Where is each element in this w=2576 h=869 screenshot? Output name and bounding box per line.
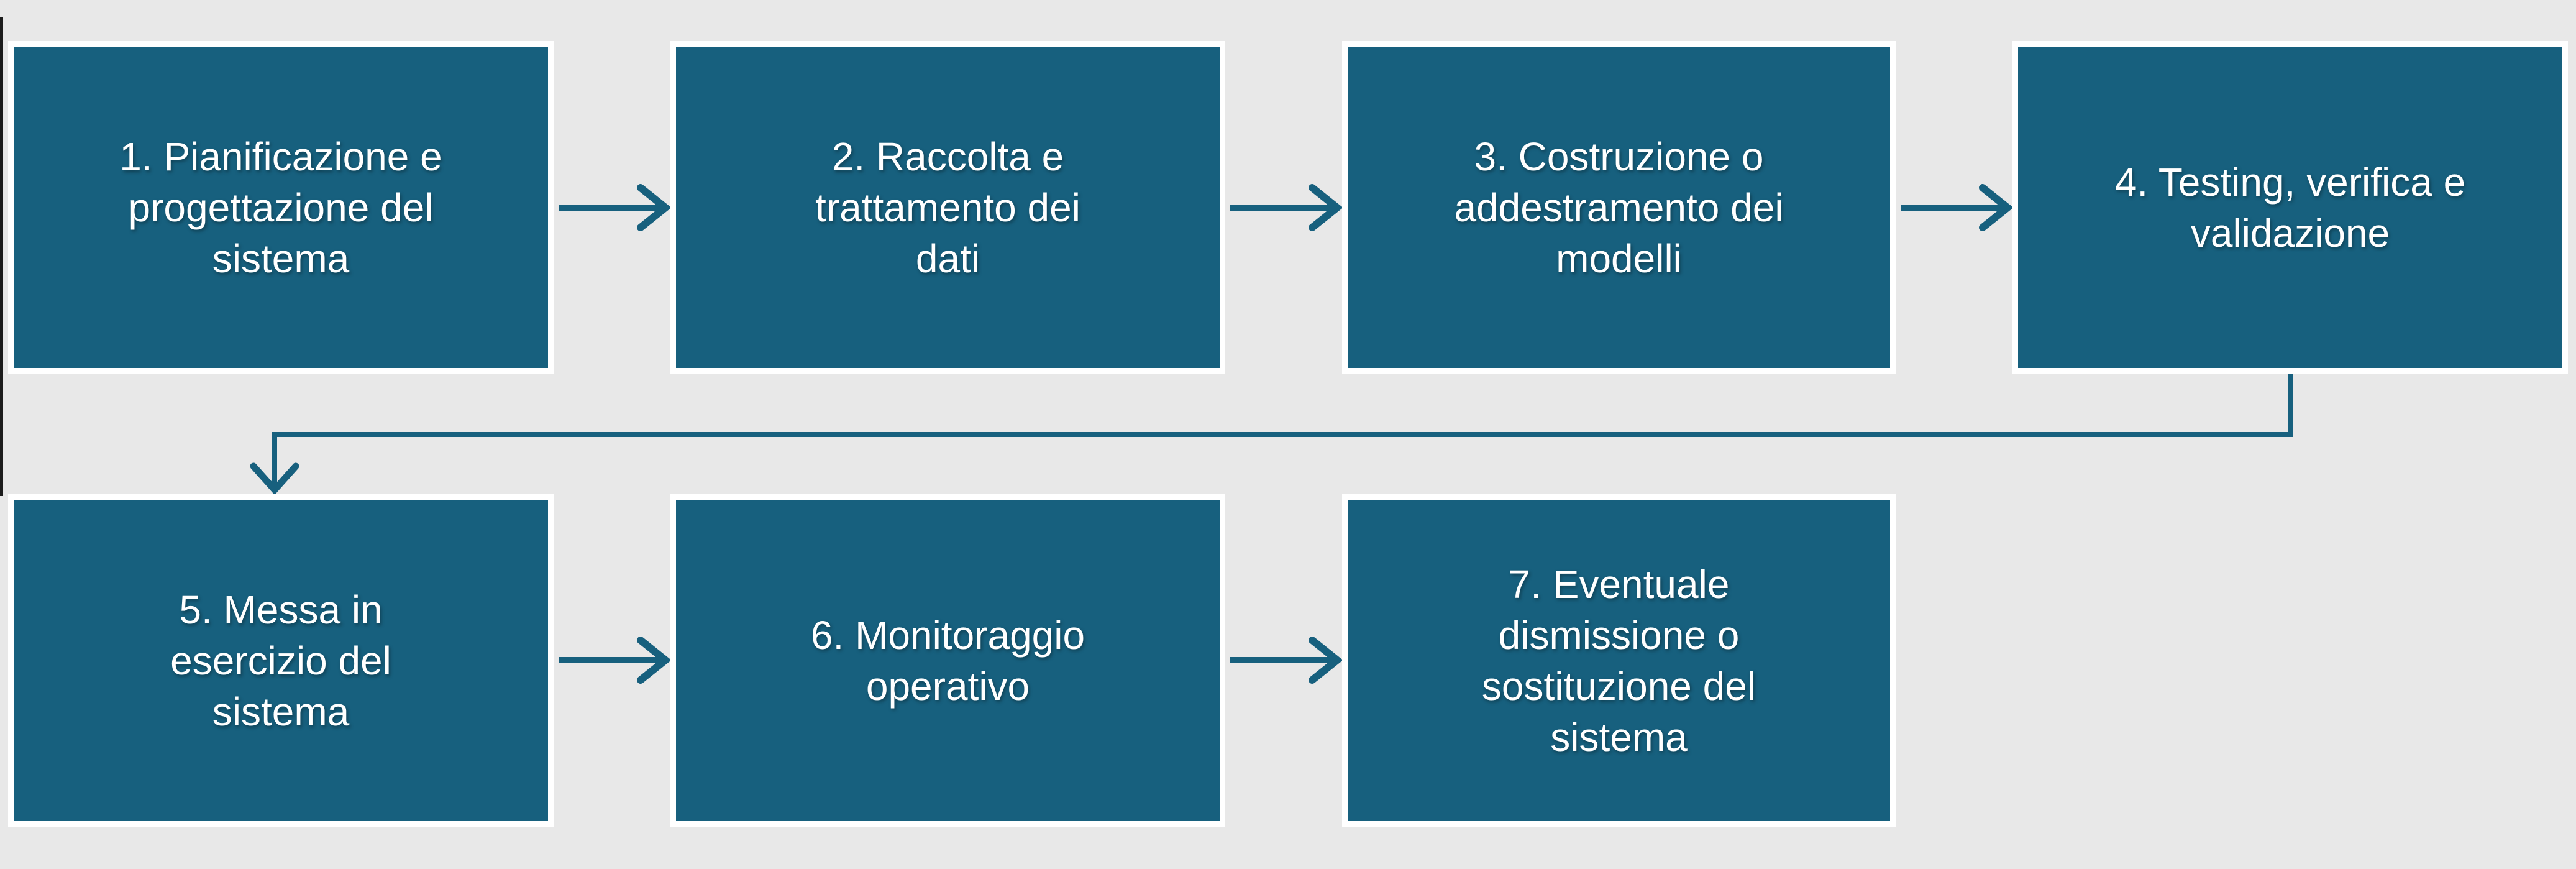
flow-step-7-dismissione: 7. Eventuale dismissione o sostituzione … [1342, 494, 1896, 827]
arrow-1-2 [559, 184, 672, 231]
flow-step-label: 1. Pianificazione e progettazione del si… [119, 134, 442, 281]
flow-step-label: 2. Raccolta e trattamento dei dati [815, 134, 1080, 281]
arrow-head [1979, 184, 2014, 231]
flow-step-label: 7. Eventuale dismissione o sostituzione … [1481, 561, 1756, 760]
arrow-2-3 [1230, 184, 1343, 231]
arrow-head [637, 184, 672, 231]
flow-step-2-raccolta-dati: 2. Raccolta e trattamento dei dati [670, 41, 1225, 374]
flow-step-label: 3. Costruzione o addestramento dei model… [1454, 134, 1784, 281]
flow-step-1-pianificazione: 1. Pianificazione e progettazione del si… [8, 41, 554, 374]
flow-step-5-messa-in-esercizio: 5. Messa in esercizio del sistema [8, 494, 554, 827]
arrow-shaft [272, 374, 2293, 485]
flow-step-label: 6. Monitoraggio operativo [810, 612, 1085, 709]
page-edge-line [0, 17, 3, 496]
arrow-head [637, 637, 672, 684]
arrow-head [250, 462, 299, 495]
flow-step-3-costruzione-modelli: 3. Costruzione o addestramento dei model… [1342, 41, 1896, 374]
flow-step-label: 5. Messa in esercizio del sistema [170, 587, 391, 734]
arrow-head [1309, 184, 1343, 231]
arrow-3-4 [1901, 184, 2014, 231]
flow-step-label: 4. Testing, verifica e validazione [2114, 159, 2466, 255]
arrow-5-6 [559, 637, 672, 684]
flow-step-4-testing-validazione: 4. Testing, verifica e validazione [2012, 41, 2568, 374]
flow-step-6-monitoraggio: 6. Monitoraggio operativo [670, 494, 1225, 827]
arrow-head [1309, 637, 1343, 684]
arrow-6-7 [1230, 637, 1343, 684]
arrow-4-5-elbow [250, 374, 2293, 495]
